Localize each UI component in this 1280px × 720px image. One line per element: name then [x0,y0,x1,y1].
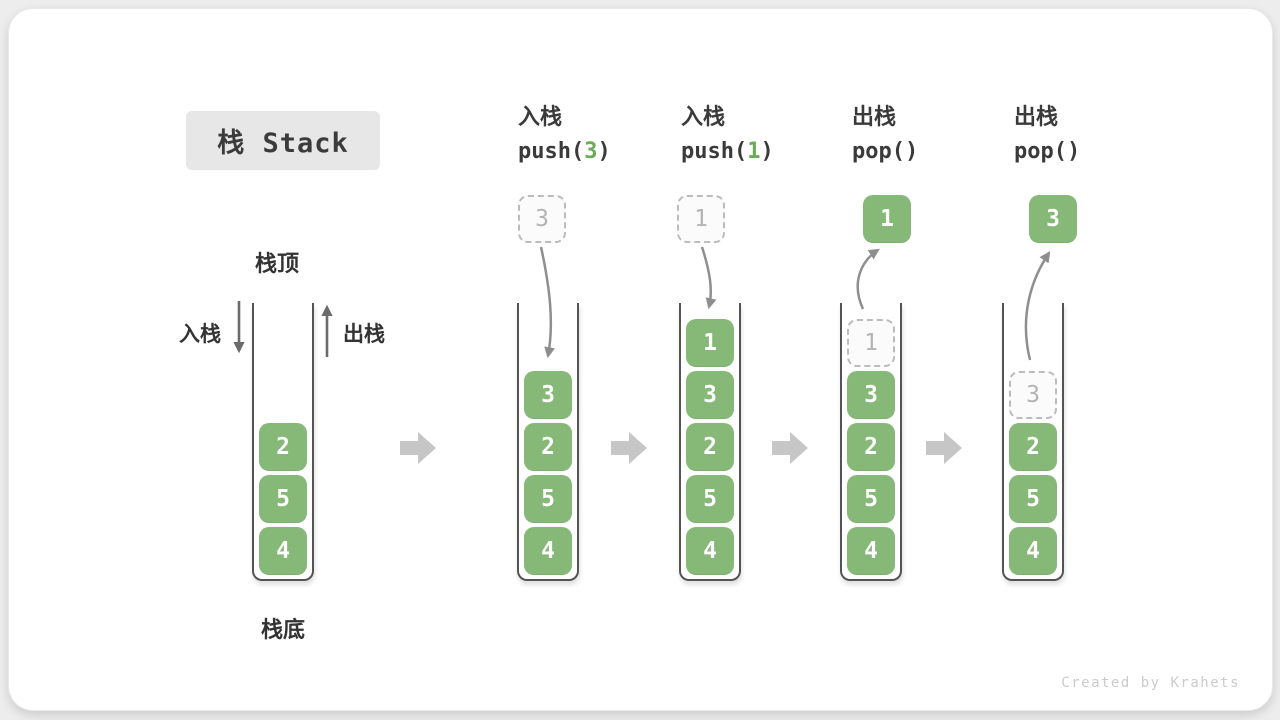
incoming-element-box: 3 [518,195,566,243]
watermark-credit: Created by Krahets [1061,675,1240,691]
step-op-code: pop() [852,139,919,164]
stack-cell: 4 [524,527,572,575]
step-op-code: push(1) [681,139,774,164]
step-op-name: 出栈 [1014,104,1059,129]
code-arg: 3 [584,139,598,164]
stack-cell-removed: 3 [1009,371,1057,419]
stack-cell: 5 [259,475,307,523]
stack-cell: 2 [259,423,307,471]
code-arg: 1 [747,139,761,164]
stack-top-label: 栈顶 [254,251,300,276]
stack-cell: 2 [524,423,572,471]
page-title: 栈 Stack [217,128,349,159]
stack-cell: 5 [524,475,572,523]
step-header-pop-1: 出栈 pop() [852,104,918,165]
stack-column-push-1: 1 3 2 5 4 [679,303,741,581]
stack-cell: 4 [847,527,895,575]
stack-cell: 5 [847,475,895,523]
stack-bottom-label: 栈底 [260,617,306,642]
step-header-push-1: 入栈 push(1) [681,104,774,165]
popped-element-box: 1 [863,195,911,243]
pop-side-label: 出栈 [343,323,385,346]
popped-element-box: 3 [1029,195,1077,243]
stack-cell: 5 [686,475,734,523]
step-header-push-3: 入栈 push(3) [518,104,611,165]
title-badge: 栈 Stack [186,111,380,170]
stack-cell: 3 [686,371,734,419]
step-op-name: 入栈 [681,104,726,129]
stack-cell: 4 [686,527,734,575]
step-op-name: 出栈 [852,104,897,129]
stack-cell: 2 [1009,423,1057,471]
stack-column-pop-3: 3 2 5 4 [1002,303,1064,581]
stack-cell: 1 [686,319,734,367]
stack-cell: 2 [847,423,895,471]
push-side-label: 入栈 [179,323,221,346]
stack-cell: 4 [1009,527,1057,575]
stack-cell: 4 [259,527,307,575]
stack-cell-removed: 1 [847,319,895,367]
step-header-pop-3: 出栈 pop() [1014,104,1080,165]
stack-cell: 3 [524,371,572,419]
stack-column-pop-1: 1 3 2 5 4 [840,303,902,581]
stack-cell: 2 [686,423,734,471]
stack-cell: 5 [1009,475,1057,523]
step-op-code: push(3) [518,139,611,164]
step-op-code: pop() [1014,139,1081,164]
stack-column-push-3: 3 2 5 4 [517,303,579,581]
incoming-element-box: 1 [677,195,725,243]
stack-column-initial: 2 5 4 [252,303,314,581]
step-op-name: 入栈 [518,104,563,129]
stack-cell: 3 [847,371,895,419]
